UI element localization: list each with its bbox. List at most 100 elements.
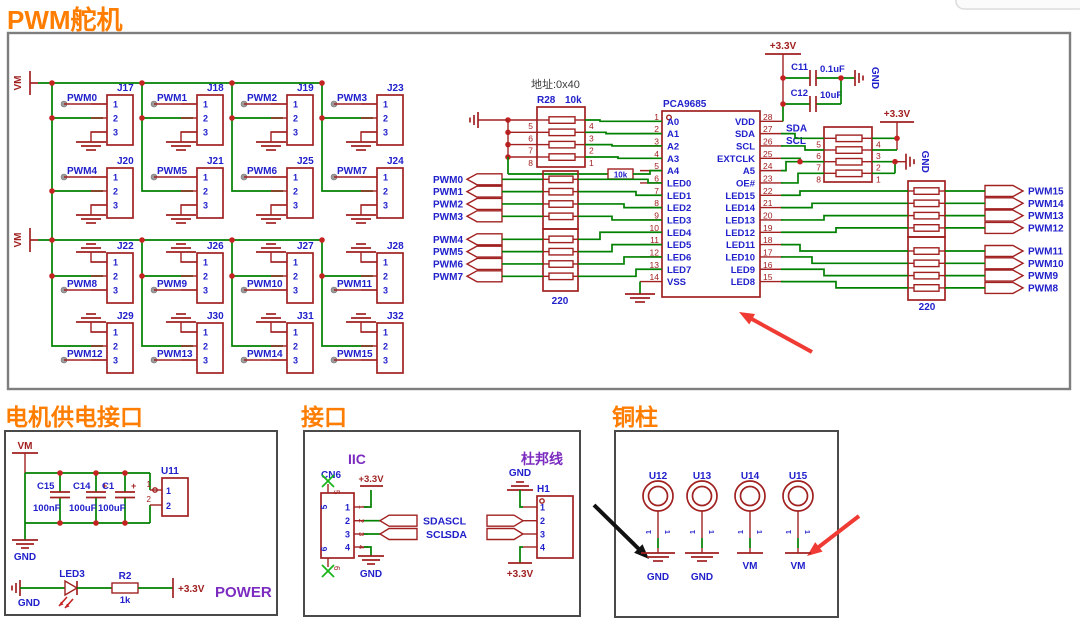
connector-j32-label[interactable]: 2	[383, 342, 388, 352]
resistor-array-220-left-gfx[interactable]	[578, 203, 662, 209]
vdd-decoupling-gfx[interactable]	[780, 75, 786, 81]
connector-j31-label[interactable]: 1	[293, 328, 298, 338]
motor-power-section-label[interactable]: VM	[18, 441, 33, 452]
connector-cn6-label[interactable]: 3	[345, 530, 350, 540]
connector-j29-label[interactable]: PWM12	[67, 349, 103, 360]
standoff-u14-gfx[interactable]	[734, 480, 766, 512]
flag-right-sda-label[interactable]: SDA	[445, 529, 468, 541]
connector-j20-label[interactable]: J20	[117, 156, 134, 167]
connector-j31-gfx[interactable]	[286, 322, 314, 374]
connector-j18-gfx[interactable]	[180, 131, 197, 142]
chip-pca9685-label[interactable]: 12	[650, 247, 660, 257]
chip-pca9685-label[interactable]: 11	[650, 235, 659, 245]
connector-j27-gfx[interactable]	[286, 252, 314, 304]
resistor-network-r28-gfx[interactable]	[548, 153, 576, 162]
flag-left-scl-label[interactable]: SCL	[426, 529, 448, 541]
resistor-network-r28-gfx[interactable]	[585, 143, 662, 147]
standoff-u13-label[interactable]: 1	[690, 530, 697, 534]
flag-left-sda-label[interactable]: SDA	[423, 516, 446, 528]
resistor-network-r28-label[interactable]: 2	[589, 146, 594, 156]
connector-j18-label[interactable]: J18	[207, 83, 224, 94]
resistor-array-220-right-gfx[interactable]	[913, 223, 940, 232]
connector-j26-label[interactable]: 1	[203, 258, 208, 268]
resistor-network-pullup-gfx[interactable]	[823, 126, 873, 183]
vm-power-rails-gfx[interactable]	[231, 240, 283, 347]
interface-section-label[interactable]: IIC	[348, 451, 366, 467]
chip-pca9685-label[interactable]: SDA	[735, 129, 755, 140]
resistor-network-pullup-gfx[interactable]	[797, 158, 803, 165]
chip-pca9685-label[interactable]: SCL	[736, 141, 755, 152]
flag-left-sda[interactable]: SDA	[364, 514, 446, 528]
led-led3-label[interactable]: LED3	[59, 569, 85, 580]
resistor-array-220-right-gfx[interactable]	[781, 190, 908, 197]
vm-power-rails-gfx[interactable]	[139, 115, 145, 121]
connector-j27-label[interactable]: J27	[297, 241, 314, 252]
capacitor-c11-label[interactable]: C11	[791, 62, 809, 73]
chip-pca9685-label[interactable]: 27	[763, 124, 773, 134]
flag-pwm13-label[interactable]: PWM13	[1028, 211, 1064, 222]
connector-cn6-label[interactable]: 3	[357, 532, 366, 536]
flag-pwm11-label[interactable]: PWM11	[1028, 247, 1063, 258]
chip-pca9685-label[interactable]: LED2	[667, 203, 691, 214]
resistor-array-220-right-gfx[interactable]	[781, 214, 908, 221]
connector-cn6-label[interactable]: 4	[357, 545, 366, 549]
connector-j21-label[interactable]: 1	[203, 173, 208, 183]
standoff-u15-label[interactable]: 1	[803, 530, 810, 534]
resistor-r2-gfx[interactable]	[111, 582, 139, 594]
flag-pwm10-label[interactable]: PWM10	[1028, 259, 1064, 270]
resistor-10k-a4-label[interactable]: 10k	[614, 170, 628, 179]
resistor-array-220-left-gfx[interactable]	[578, 190, 662, 197]
connector-cn6-label[interactable]: 2	[345, 516, 350, 526]
chip-pca9685-gfx[interactable]	[661, 110, 761, 298]
resistor-network-pullup-gfx[interactable]	[835, 146, 863, 155]
connector-cn6-label[interactable]: +3.3V	[358, 474, 384, 485]
connector-j17-label[interactable]: 2	[113, 114, 118, 124]
resistor-array-220-left-gfx[interactable]	[578, 268, 662, 278]
resistor-network-r28-gfx[interactable]	[536, 106, 586, 168]
connector-j31-label[interactable]: J31	[297, 311, 314, 322]
capacitor-c15-label[interactable]: 100nF	[33, 503, 61, 514]
chip-pca9685-label[interactable]: 28	[763, 112, 773, 122]
flag-pwm14-label[interactable]: PWM14	[1028, 199, 1064, 210]
flag-pwm4[interactable]: PWM4	[433, 233, 543, 246]
flag-right-scl-gfx[interactable]	[486, 514, 525, 527]
resistor-array-220-left-label[interactable]: 220	[552, 296, 569, 307]
capacitor-c12-label[interactable]: 10uF	[820, 90, 842, 101]
resistor-network-r28-label[interactable]: 7	[528, 146, 533, 156]
flag-pwm0-label[interactable]: PWM0	[433, 175, 463, 186]
connector-h1-gfx[interactable]	[519, 490, 523, 508]
flag-pwm4-gfx[interactable]	[465, 233, 503, 246]
flag-pwm14[interactable]: PWM14	[945, 197, 1064, 210]
flag-pwm5-label[interactable]: PWM5	[433, 247, 463, 258]
connector-j29-label[interactable]: 2	[113, 342, 118, 352]
capacitor-c1-label[interactable]: 100uF	[98, 503, 126, 514]
chip-pca9685-label[interactable]: 13	[650, 260, 660, 270]
connector-j29-label[interactable]: 1	[113, 328, 118, 338]
resistor-array-220-left-gfx[interactable]	[548, 260, 574, 268]
chip-pca9685-label[interactable]: 14	[650, 272, 660, 282]
connector-j21-gfx[interactable]	[180, 204, 197, 215]
resistor-network-r28-gfx[interactable]	[585, 119, 662, 123]
connector-j20-label[interactable]: 1	[113, 173, 118, 183]
flag-pwm3[interactable]: PWM3	[433, 210, 543, 223]
connector-j30-label[interactable]: 1	[203, 328, 208, 338]
connector-cn6-label[interactable]: 1	[345, 503, 350, 513]
connector-cn6-gfx[interactable]	[320, 492, 355, 559]
flag-pwm7-gfx[interactable]	[465, 270, 503, 283]
power-led-row-label[interactable]: +3.3V	[178, 584, 205, 595]
chip-pca9685-label[interactable]: LED15	[725, 191, 755, 202]
flag-pwm2-gfx[interactable]	[465, 197, 503, 211]
flag-pwm11[interactable]: PWM11	[945, 244, 1063, 258]
connector-u11-label[interactable]: U11	[161, 466, 179, 477]
connector-j28-label[interactable]: J28	[387, 241, 404, 252]
connector-j19-label[interactable]: PWM2	[247, 93, 277, 104]
